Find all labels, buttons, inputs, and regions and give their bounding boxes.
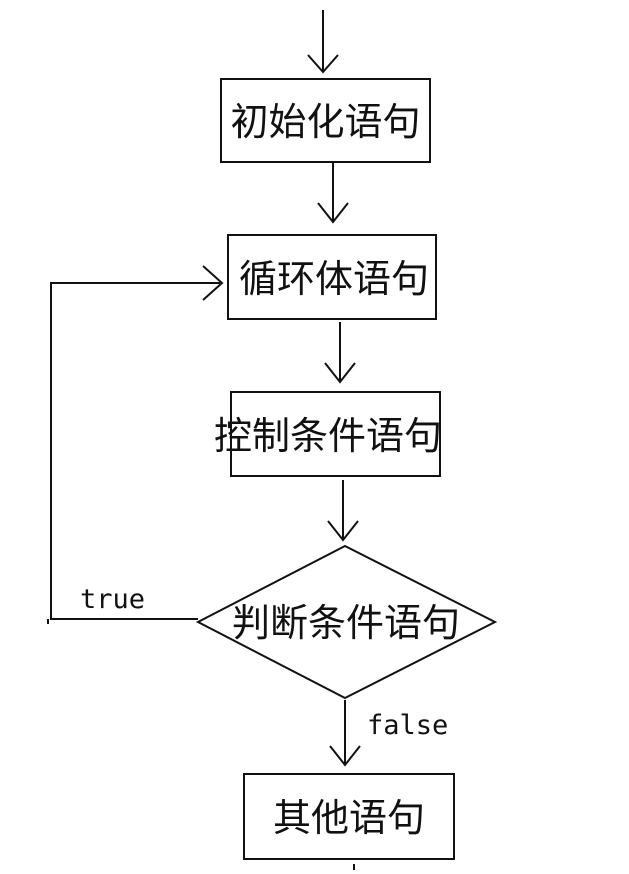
init-statement-node: 初始化语句 [220, 78, 431, 163]
init-to-body-arrow [317, 162, 349, 224]
true-loop-back-arrow [47, 265, 224, 624]
entry-arrow [307, 10, 339, 74]
loop-body-label: 循环体语句 [239, 257, 429, 301]
init-statement-label: 初始化语句 [230, 100, 420, 144]
control-statement-node: 控制条件语句 [214, 391, 442, 477]
false-branch-arrow [329, 700, 361, 767]
true-branch-label: true [80, 584, 145, 615]
false-branch-label: false [367, 710, 448, 741]
condition-decision-node: 判断条件语句 [195, 544, 498, 700]
condition-decision-label: 判断条件语句 [232, 601, 460, 645]
control-statement-label: 控制条件语句 [214, 414, 442, 458]
other-statement-label: 其他语句 [273, 796, 425, 840]
other-statement-node: 其他语句 [243, 773, 455, 860]
body-to-control-arrow [324, 322, 356, 384]
loop-body-node: 循环体语句 [227, 234, 437, 320]
control-to-condition-arrow [327, 480, 359, 542]
